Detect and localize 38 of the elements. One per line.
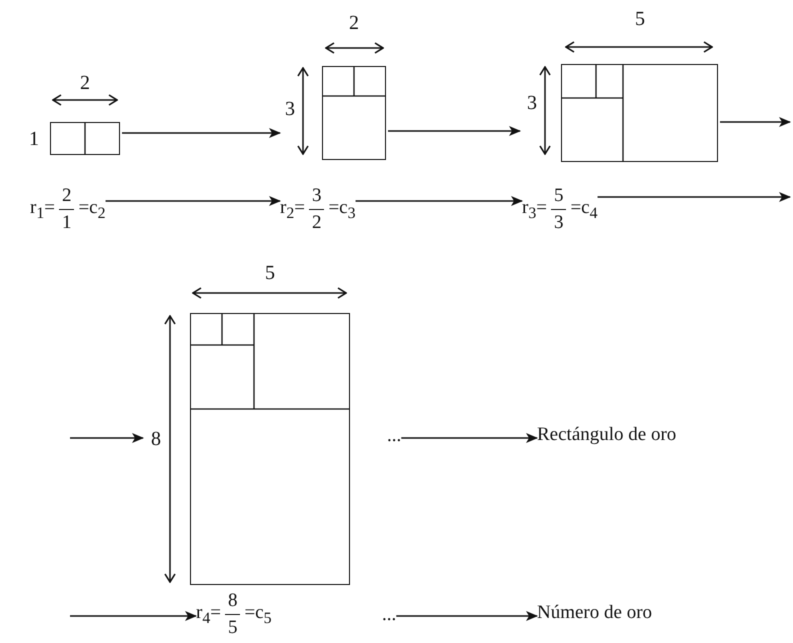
- arrow: [70, 433, 144, 443]
- caption-text: Rectángulo de oro: [537, 424, 676, 446]
- numerator: 5: [550, 183, 566, 210]
- dimension-label: 8: [151, 428, 161, 450]
- arrow: [106, 196, 281, 206]
- arrow: [598, 192, 791, 202]
- arrow: [401, 433, 538, 443]
- arrow: [122, 128, 281, 138]
- caption-text: Número de oro: [537, 602, 652, 624]
- formula-text: =c$_{5}$: [244, 602, 272, 628]
- denominator: 1: [60, 211, 72, 235]
- caption-text: ...: [382, 604, 396, 626]
- dimension-label: 2: [80, 72, 90, 94]
- dimension-label: 3: [285, 98, 295, 120]
- dimension-label: 3: [527, 92, 537, 114]
- dimension-label: 5: [635, 8, 645, 30]
- formula-text: =c$_{2}$: [78, 196, 106, 222]
- caption-text: ...: [387, 425, 402, 447]
- formula-text: =c$_{3}$: [328, 196, 356, 222]
- formula-text: r$_{2}$=: [280, 196, 305, 222]
- dimension-label: 5: [265, 262, 275, 284]
- formula-text: r$_{3}$=: [522, 196, 547, 222]
- formula-text: r$_{1}$=: [30, 196, 55, 222]
- dimension-label: 1: [29, 128, 39, 150]
- formula-text: =c$_{4}$: [570, 196, 598, 222]
- arrow: [396, 611, 538, 621]
- numerator: 2: [58, 183, 74, 210]
- arrow: [356, 196, 523, 206]
- numerator: 8: [224, 588, 240, 615]
- formula-text: r$_{4}$=: [196, 602, 221, 628]
- arrow: [388, 126, 521, 136]
- arrow: [70, 611, 197, 621]
- denominator: 5: [226, 616, 238, 640]
- denominator: 3: [552, 211, 564, 235]
- dimension-label: 2: [349, 12, 359, 34]
- numerator: 3: [308, 183, 324, 210]
- arrow: [720, 117, 791, 127]
- denominator: 2: [310, 211, 322, 235]
